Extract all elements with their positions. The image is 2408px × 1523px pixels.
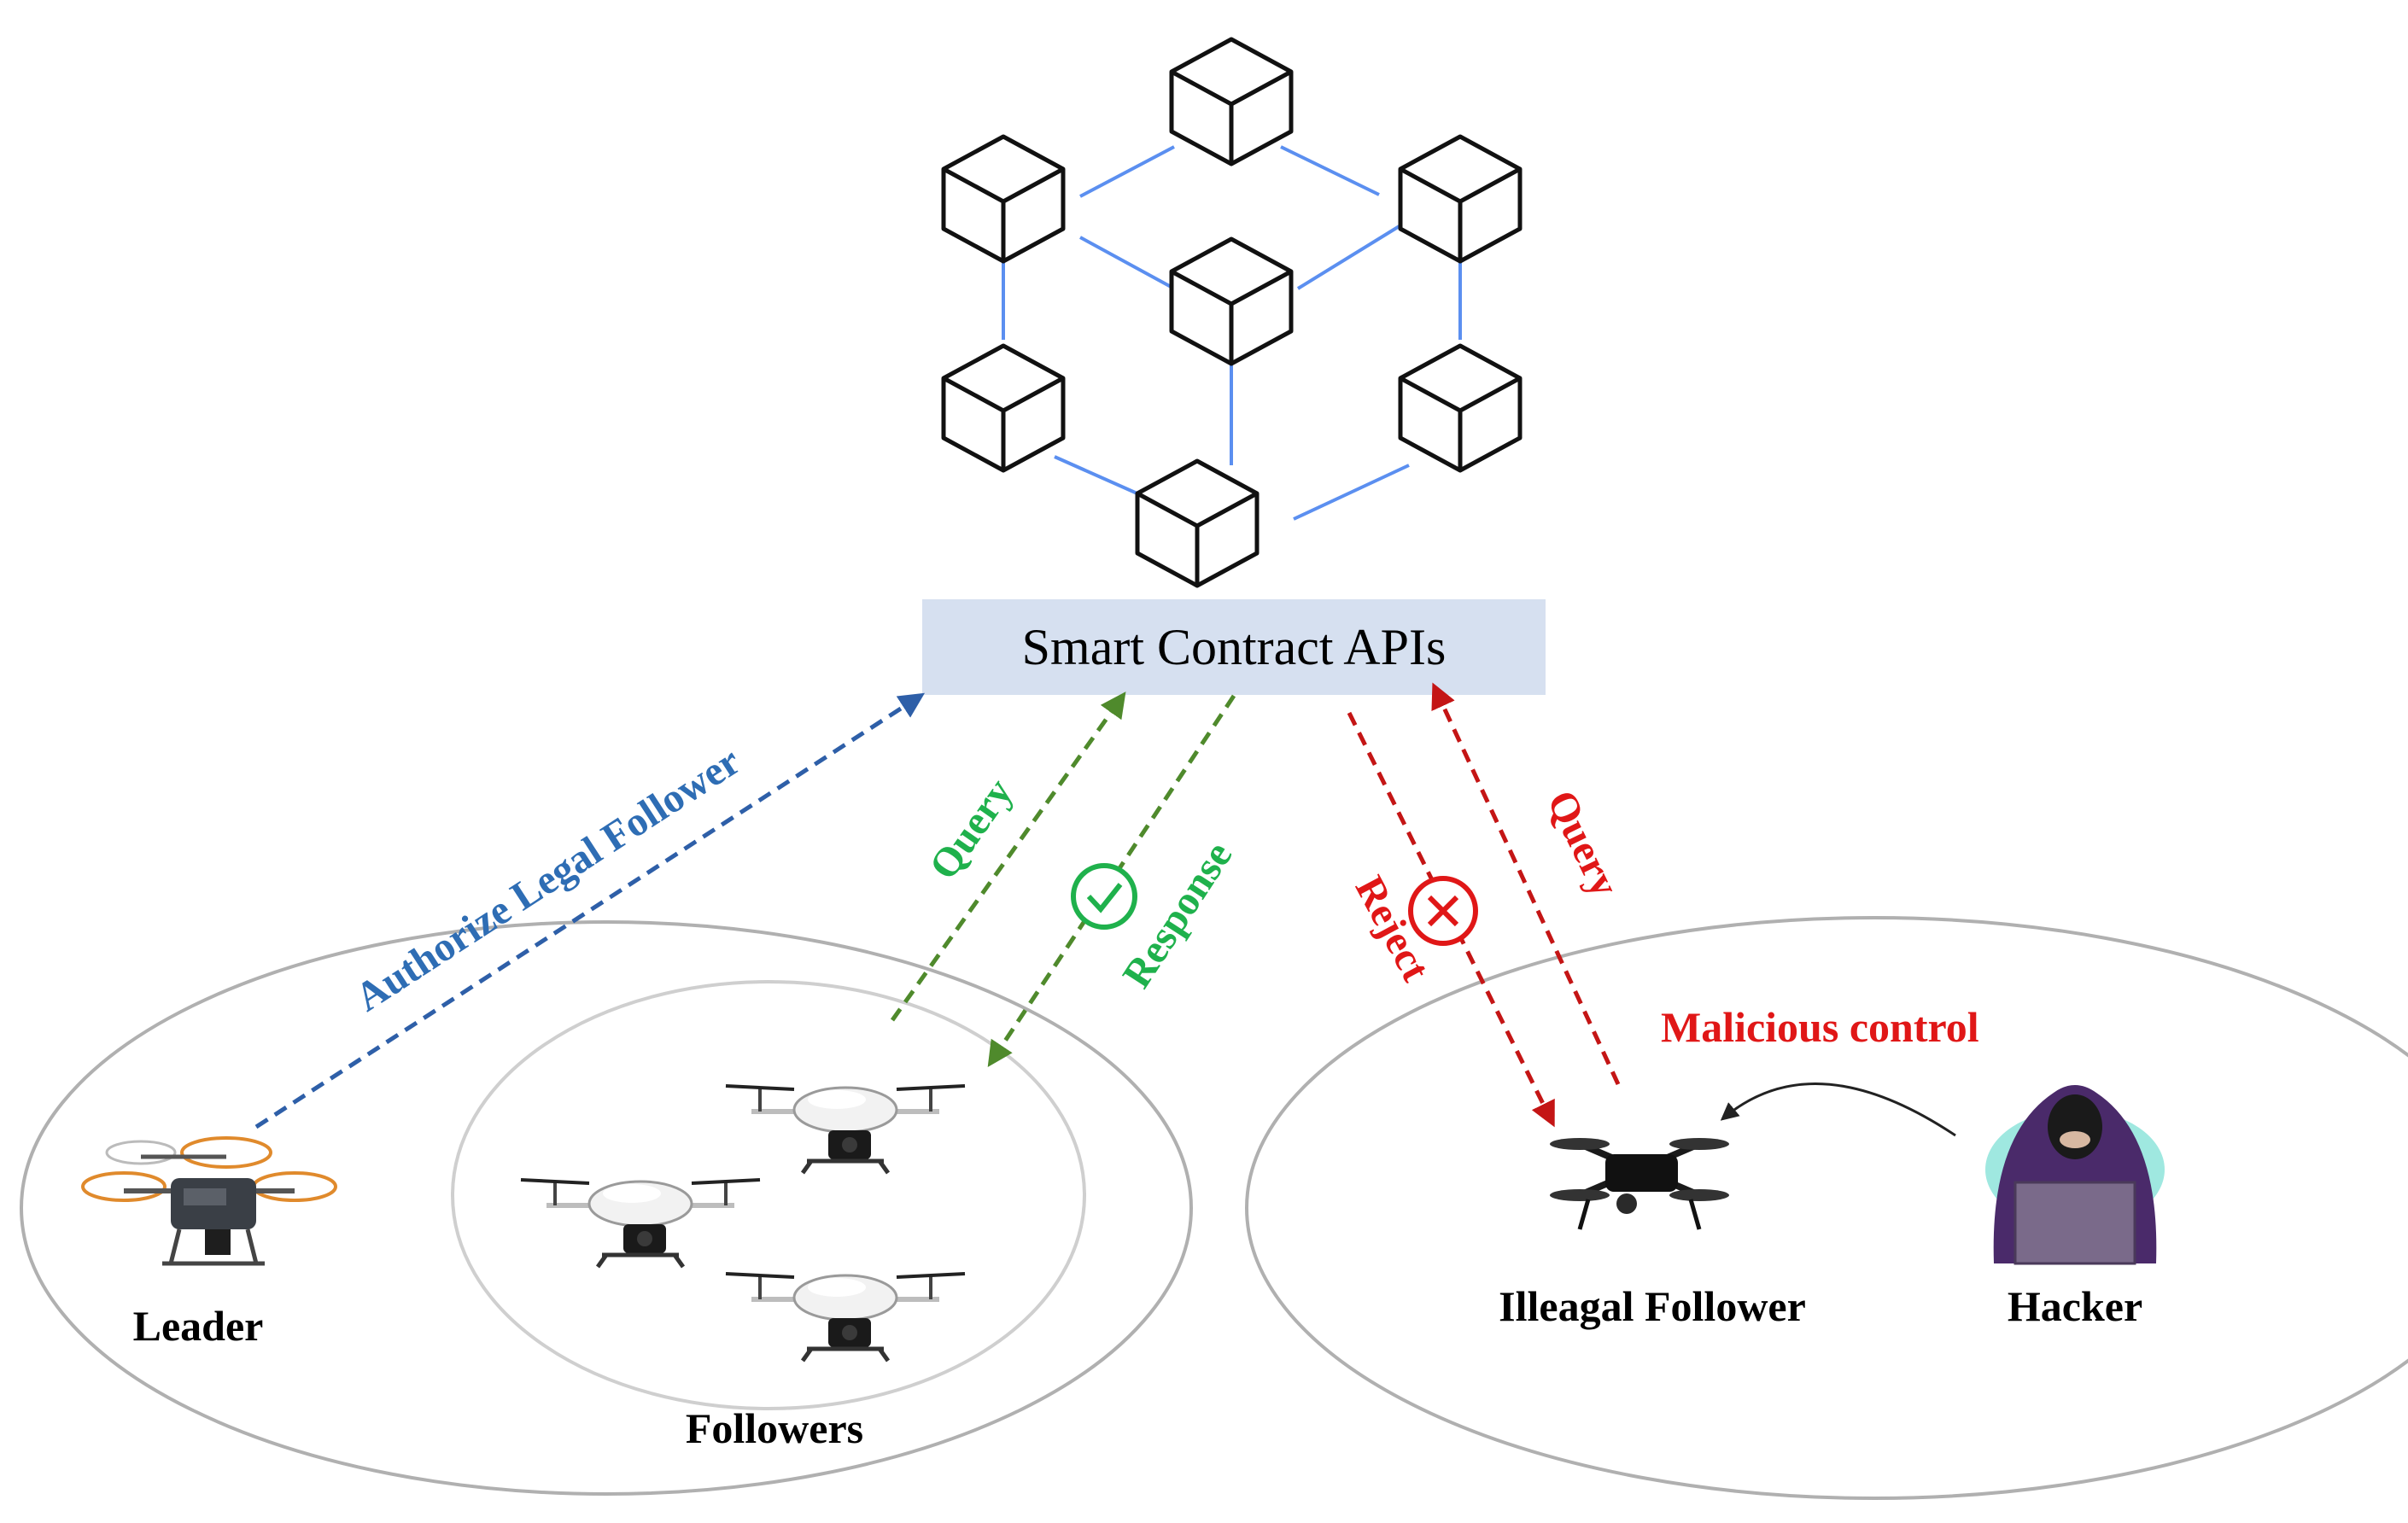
- response-arrow-green: [987, 694, 1236, 1068]
- blockchain-links: [1002, 145, 1462, 521]
- white-drone-icon: [726, 1274, 965, 1361]
- blockchain-network: [944, 39, 1520, 586]
- query-arrow-red: [1431, 682, 1621, 1086]
- authorize-arrow: [254, 692, 926, 1129]
- query-label-green: Query: [921, 770, 1021, 887]
- x-circle-icon: [1408, 876, 1478, 946]
- leader-label: Leader: [133, 1302, 264, 1350]
- api-box-label: Smart Contract APIs: [1022, 619, 1447, 675]
- blockchain-cube-icon: [944, 346, 1063, 470]
- illegal-follower-label: Illeagal Follower: [1499, 1282, 1806, 1330]
- authorize-label: Authorize Legal Follower: [348, 738, 748, 1021]
- blockchain-cube-icon: [1137, 461, 1257, 586]
- followers-label: Followers: [686, 1404, 863, 1452]
- blockchain-cube-icon: [1172, 239, 1291, 364]
- malicious-control-label: Malicious control: [1661, 1003, 1979, 1051]
- attack-ellipse: [1245, 916, 2408, 1500]
- blockchain-cube-icon: [1400, 346, 1520, 470]
- hooded-hacker-icon: [1985, 1085, 2165, 1265]
- blockchain-cube-icon: [1172, 39, 1291, 164]
- white-drone-icon: [521, 1180, 760, 1267]
- hacker-label: Hacker: [2008, 1282, 2142, 1330]
- white-drone-icon: [726, 1086, 965, 1173]
- black-drone-icon: [1550, 1138, 1729, 1230]
- quadcopter-leader-icon: [81, 1136, 337, 1266]
- check-circle-icon: [1071, 863, 1137, 930]
- blockchain-cube-icon: [944, 137, 1063, 261]
- followers-ellipse: [451, 980, 1086, 1410]
- leader-swarm-ellipse: [20, 920, 1193, 1496]
- query-label-red: Query: [1538, 784, 1628, 904]
- response-label-green: Response: [1113, 834, 1241, 996]
- smart-contract-api-box: [922, 599, 1546, 695]
- malicious-control-arrow: [1720, 1082, 1956, 1137]
- blockchain-cube-icon: [1400, 137, 1520, 261]
